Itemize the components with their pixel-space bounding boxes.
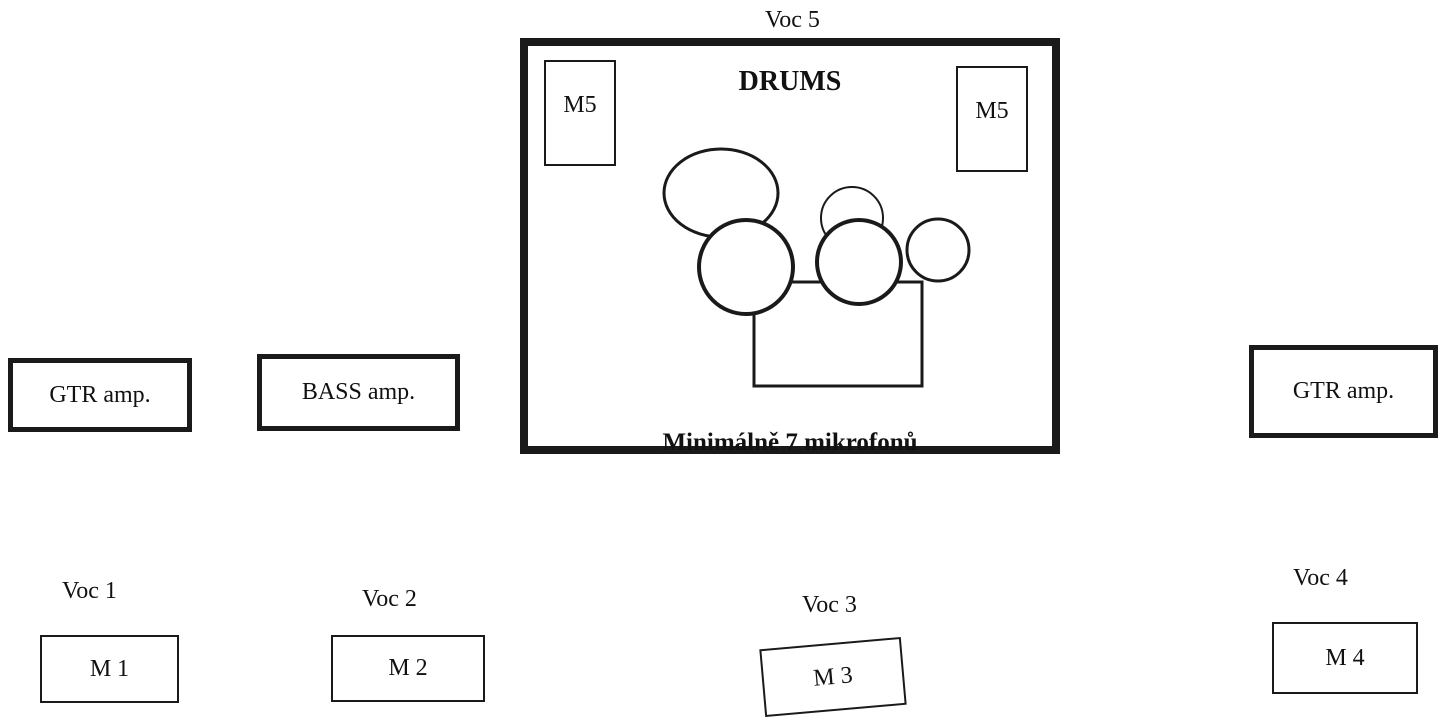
drum-mic-right-label: M5 — [975, 98, 1009, 124]
mic-4-label: M 4 — [1325, 644, 1365, 671]
voc-2-label: Voc 2 — [362, 586, 417, 612]
voc-3-label: Voc 3 — [802, 592, 857, 618]
voc-5-label: Voc 5 — [765, 7, 820, 33]
snare-drum — [697, 218, 795, 316]
gtr-amp-left-label: GTR amp. — [49, 381, 151, 408]
mic-2-label: M 2 — [388, 655, 428, 681]
floor-tom — [905, 217, 971, 283]
mic-3-label: M 3 — [812, 661, 854, 692]
bass-amp-label: BASS amp. — [301, 379, 416, 405]
voc-4-label: Voc 4 — [1293, 565, 1348, 591]
rack-tom — [815, 218, 903, 306]
gtr-amp-right-label: GTR amp. — [1292, 378, 1395, 404]
drums-title: DRUMS — [738, 66, 842, 97]
mic-1: M 1 — [40, 635, 179, 703]
mic-2: M 2 — [331, 635, 485, 702]
gtr-amp-left: GTR amp. — [8, 358, 192, 432]
drum-mic-right: M5 — [956, 66, 1028, 172]
mic-1-label: M 1 — [89, 655, 130, 682]
bass-amp: BASS amp. — [257, 354, 460, 431]
drum-mic-left: M5 — [544, 60, 616, 166]
drum-mic-left-label: M5 — [563, 92, 597, 118]
mic-4: M 4 — [1272, 622, 1418, 694]
mic-count-note: Minimálně 7 mikrofonů — [662, 429, 918, 456]
gtr-amp-right: GTR amp. — [1249, 345, 1438, 438]
drum-kit-drawing — [662, 147, 971, 388]
mic-3: M 3 — [759, 636, 907, 718]
drum-riser: DRUMS M5 M5 Minimálně 7 mikrofonů — [520, 38, 1060, 456]
voc-1-label: Voc 1 — [62, 578, 117, 604]
